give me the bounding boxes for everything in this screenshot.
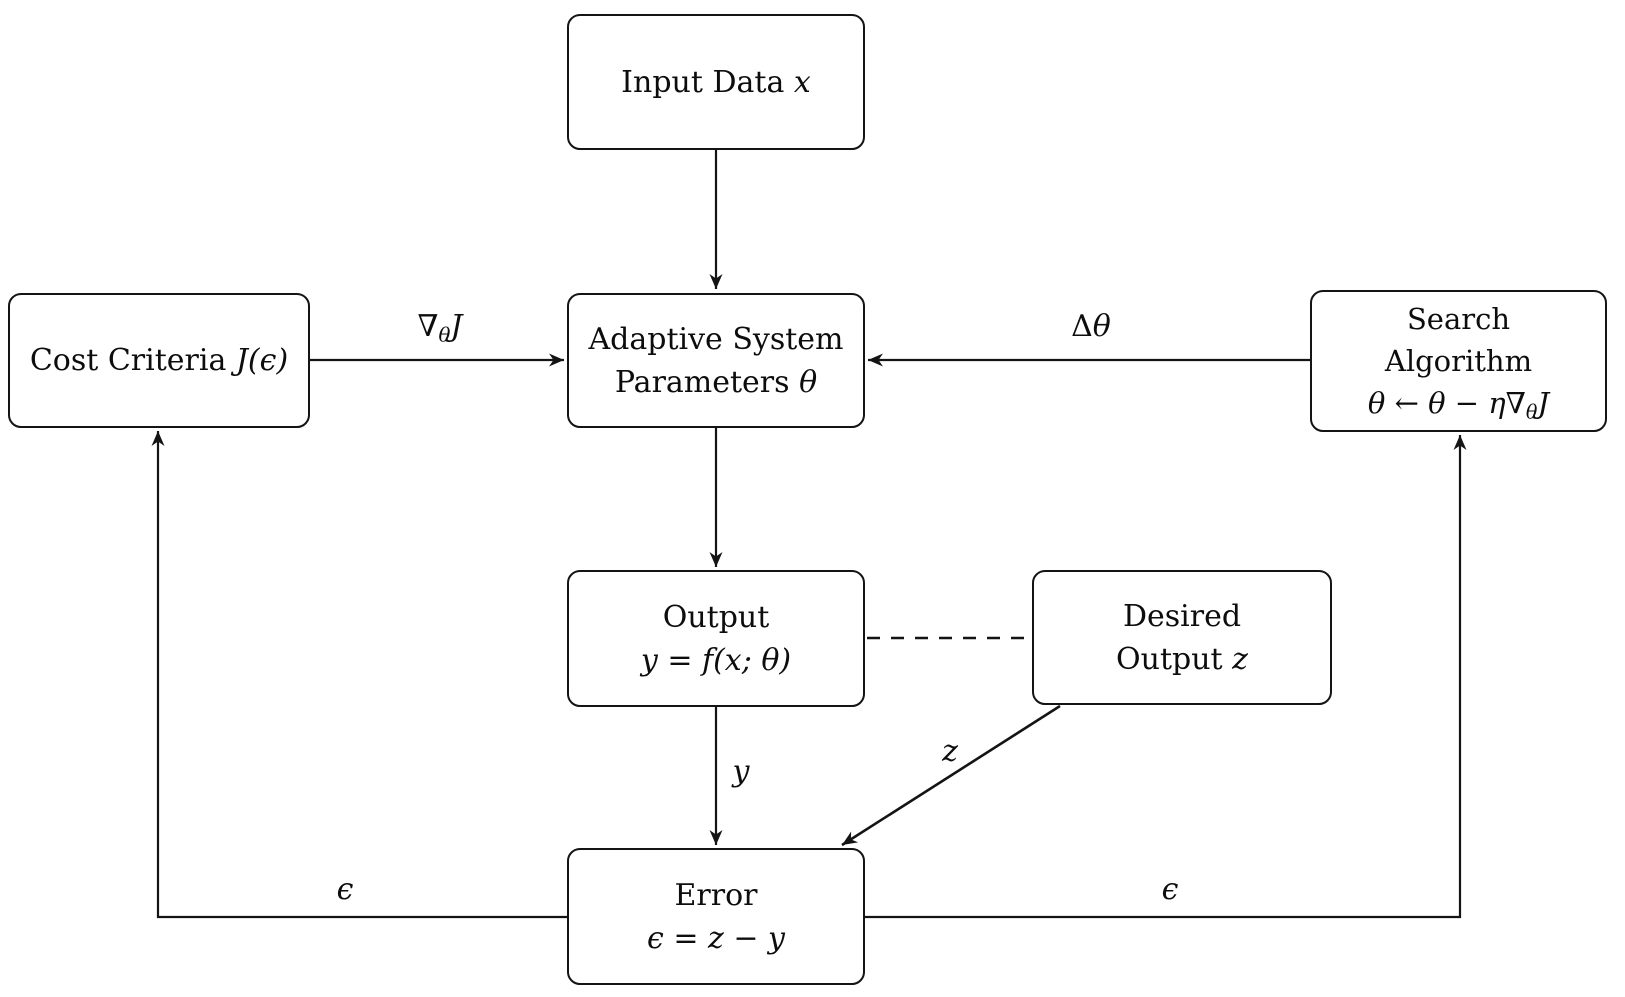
edge-label-delta-theta: Δθ xyxy=(1071,309,1111,344)
node-search-algorithm-line2: Algorithm xyxy=(1384,344,1533,378)
edge-label-z: z xyxy=(942,734,958,769)
node-cost-criteria: Cost Criteria J(ϵ) xyxy=(8,293,310,428)
arrow-error-to-cost xyxy=(151,431,567,919)
node-output: Output y = f(x; θ) xyxy=(567,570,865,707)
node-desired-output-line1: Desired xyxy=(1122,598,1242,634)
edge-label-epsilon-left: ϵ xyxy=(336,872,354,907)
node-cost-criteria-label: Cost Criteria J(ϵ) xyxy=(29,343,289,378)
node-search-algorithm: Search Algorithm θ ← θ − η∇θJ xyxy=(1310,290,1607,432)
node-desired-output-line2: Output z xyxy=(1116,641,1248,677)
node-adaptive-system-line2: Parameters θ xyxy=(614,364,818,400)
node-input-data-label: Input Data x xyxy=(621,64,811,100)
node-search-algorithm-formula: θ ← θ − η∇θJ xyxy=(1367,386,1550,424)
node-desired-output: Desired Output z xyxy=(1032,570,1332,705)
node-error-line1: Error xyxy=(674,877,758,913)
node-error-formula: ϵ = z − y xyxy=(647,920,785,956)
node-error: Error ϵ = z − y xyxy=(567,848,865,985)
node-search-algorithm-line1: Search xyxy=(1406,302,1511,336)
node-output-formula: y = f(x; θ) xyxy=(640,642,792,678)
node-adaptive-system: Adaptive System Parameters θ xyxy=(567,293,865,428)
edge-label-epsilon-right: ϵ xyxy=(1161,872,1179,907)
node-output-line1: Output xyxy=(662,599,770,635)
edge-label-y: y xyxy=(732,754,750,789)
edge-label-gradient: ∇θJ xyxy=(417,309,463,347)
arrow-desired-to-error xyxy=(841,704,1061,847)
node-input-data: Input Data x xyxy=(567,14,865,150)
node-adaptive-system-line1: Adaptive System xyxy=(588,321,844,357)
arrow-error-to-search xyxy=(865,435,1467,919)
